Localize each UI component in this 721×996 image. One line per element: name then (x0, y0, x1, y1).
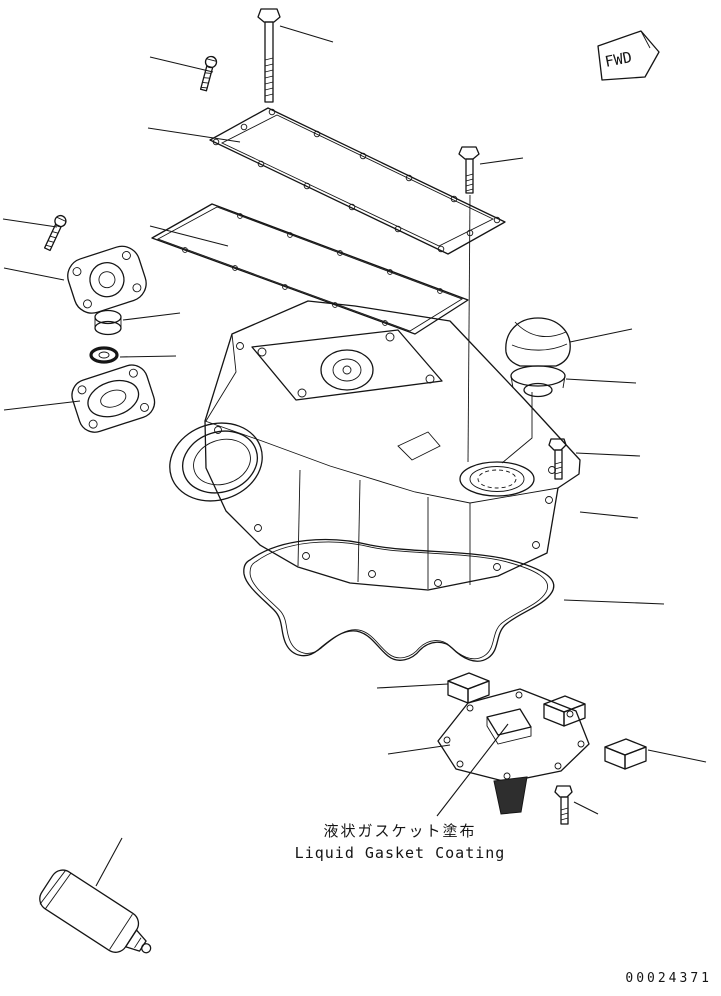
cylinder-head-cover (169, 300, 581, 591)
screw-left-icon (43, 214, 67, 252)
bolt-long-icon (257, 8, 281, 103)
breather-spring (94, 309, 122, 336)
drawing-number: 00024371 (625, 971, 712, 986)
fwd-arrow: FWD (597, 30, 660, 81)
baffle-plate (437, 688, 590, 815)
breather-valve-seal (89, 346, 119, 364)
cover-intake-tube (169, 422, 263, 502)
breather-plate (71, 364, 156, 433)
fwd-label: FWD (603, 48, 633, 71)
coating-block-2 (543, 695, 586, 727)
caption-english: Liquid Gasket Coating (295, 844, 506, 862)
bolt-mid-right-icon (548, 438, 567, 480)
bolt-upper-right-icon (458, 146, 480, 194)
breather-cover (67, 245, 147, 314)
screw-top-icon (199, 55, 218, 92)
leader-lines (2, 25, 707, 887)
oil-filler-cap (505, 317, 571, 398)
lower-gasket (243, 538, 555, 662)
coating-block-3 (604, 738, 647, 770)
caption-japanese: 液状ガスケット塗布 (323, 822, 476, 840)
liquid-gasket-tube-icon (39, 869, 152, 954)
coating-block-1 (447, 672, 490, 704)
head-cover-gasket (209, 107, 506, 255)
bolt-bottom-icon (554, 785, 573, 825)
head-cover-seal (151, 203, 469, 335)
